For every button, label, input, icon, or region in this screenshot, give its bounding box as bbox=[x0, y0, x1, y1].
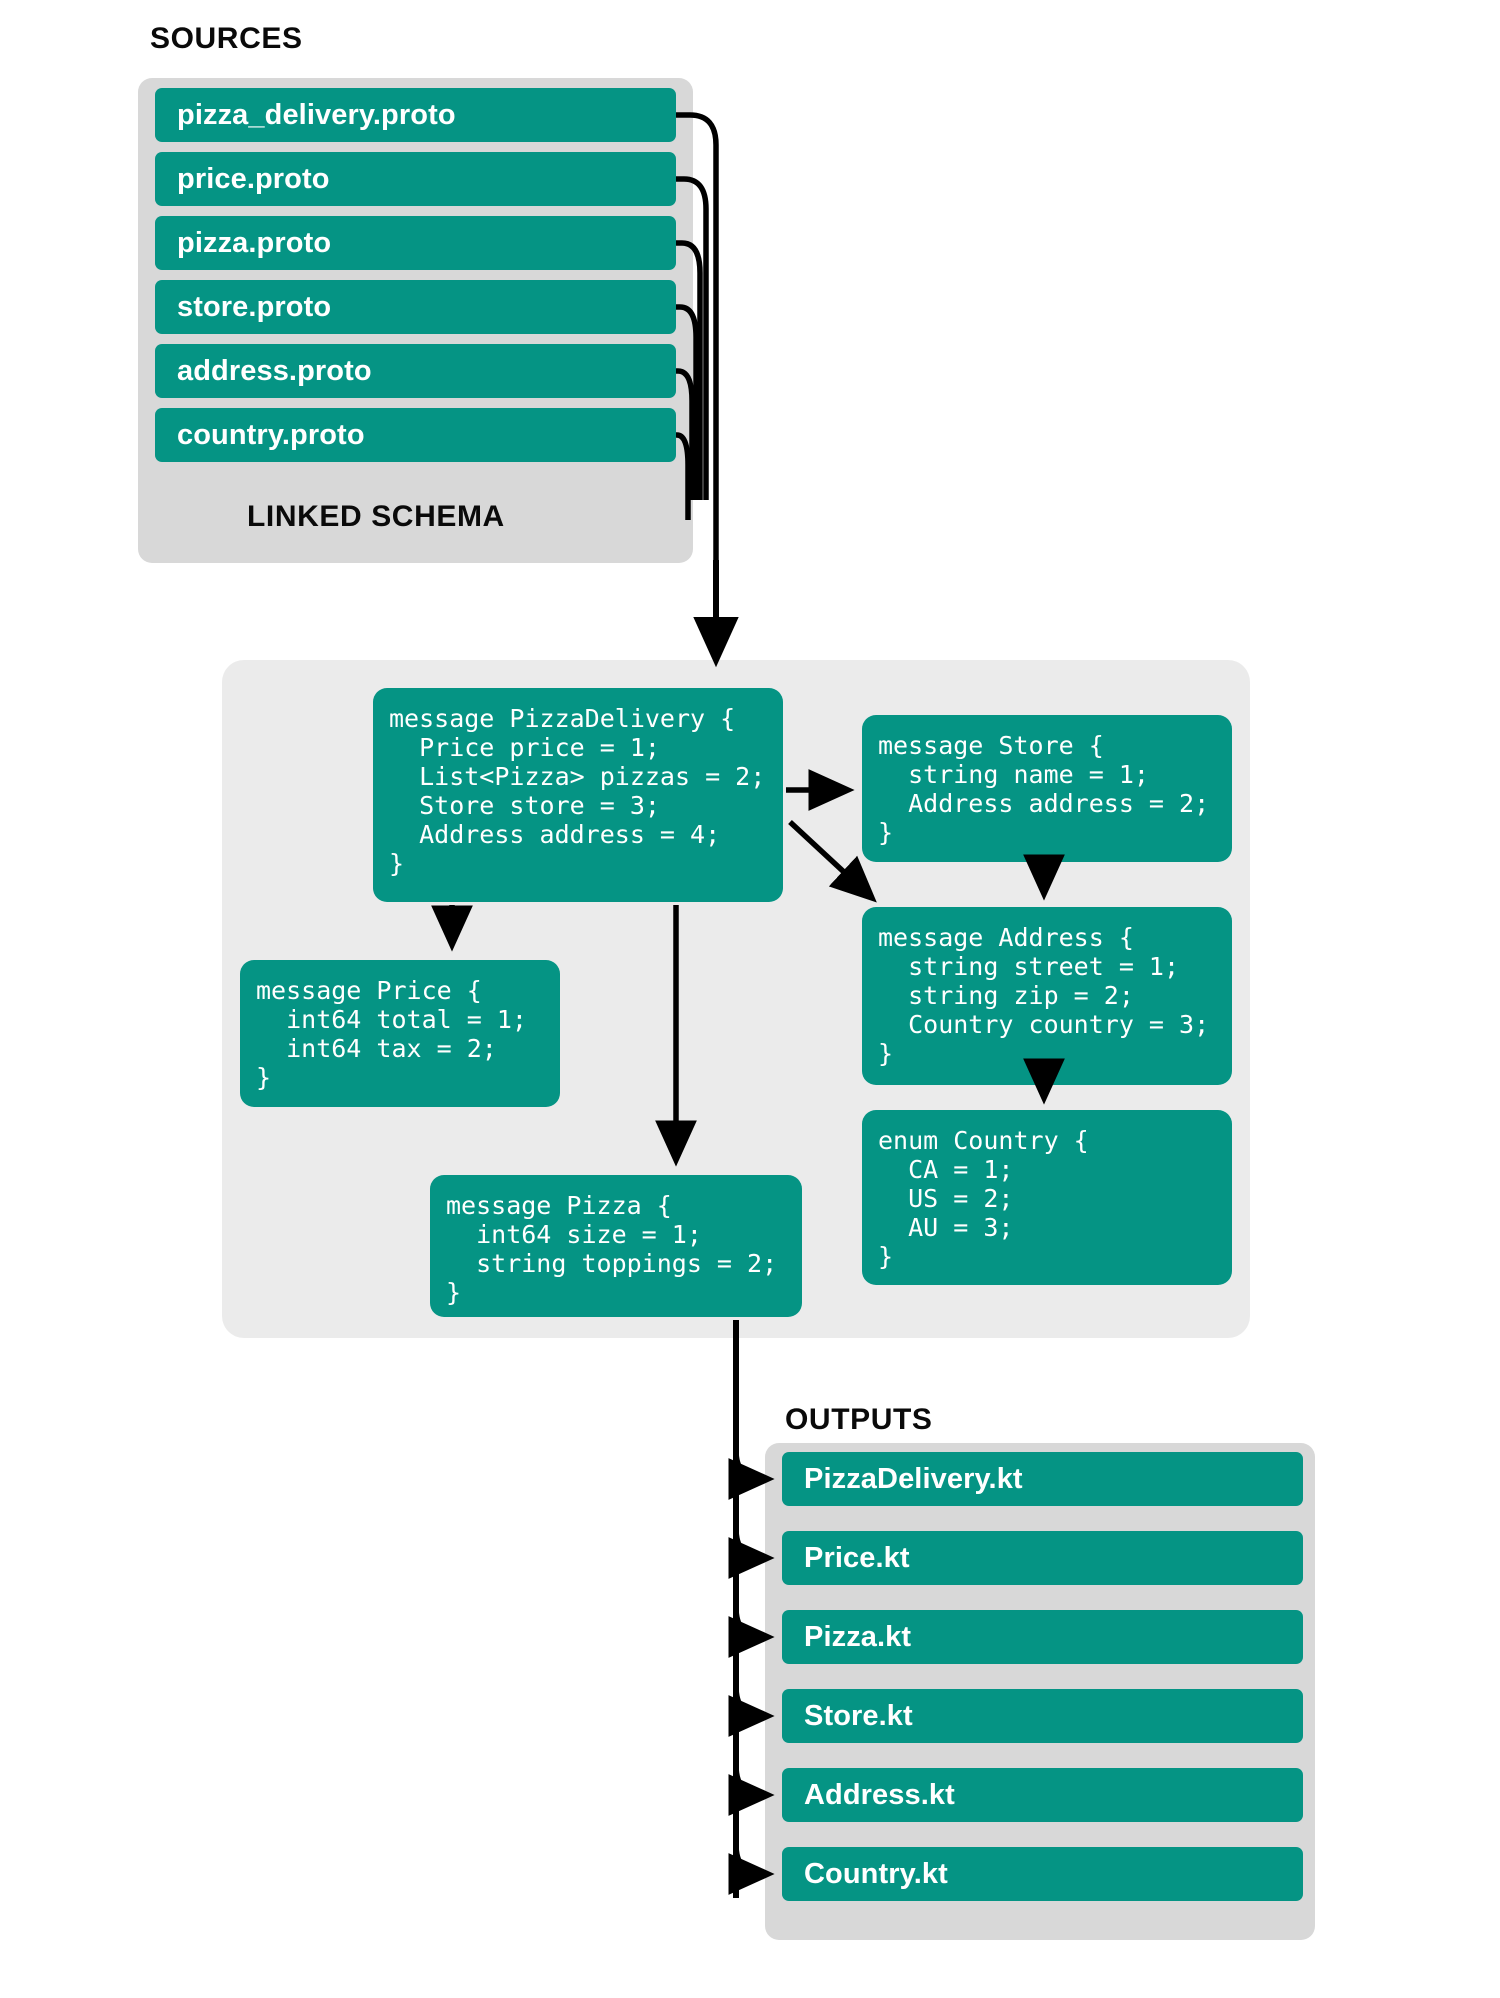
wire-out-address-kt bbox=[728, 1764, 775, 1816]
sources-section-title: SOURCES bbox=[150, 22, 303, 55]
source-file-label: price.proto bbox=[177, 162, 330, 195]
linked-schema-section-title: LINKED SCHEMA bbox=[247, 500, 505, 533]
output-file-label: PizzaDelivery.kt bbox=[804, 1462, 1023, 1495]
source-file-label: pizza_delivery.proto bbox=[177, 98, 456, 131]
source-file-pizza-delivery-proto[interactable]: pizza_delivery.proto bbox=[155, 88, 676, 142]
schema-box-code: message Address { string street = 1; str… bbox=[878, 923, 1210, 1068]
output-file-price-kt[interactable]: Price.kt bbox=[782, 1531, 1303, 1585]
schema-box-code: message PizzaDelivery { Price price = 1;… bbox=[389, 704, 766, 878]
output-file-label: Price.kt bbox=[804, 1541, 910, 1574]
source-file-label: store.proto bbox=[177, 290, 332, 323]
source-file-address-proto[interactable]: address.proto bbox=[155, 344, 676, 398]
output-file-pizza-delivery-kt[interactable]: PizzaDelivery.kt bbox=[782, 1452, 1303, 1506]
source-file-label: country.proto bbox=[177, 418, 365, 451]
wire-out-price-kt bbox=[728, 1527, 775, 1579]
schema-box-code: message Price { int64 total = 1; int64 t… bbox=[256, 976, 527, 1092]
wire-out-country-kt bbox=[728, 1843, 775, 1895]
source-file-label: address.proto bbox=[177, 354, 372, 387]
output-file-label: Pizza.kt bbox=[804, 1620, 912, 1653]
source-file-store-proto[interactable]: store.proto bbox=[155, 280, 676, 334]
schema-box-price[interactable]: message Price { int64 total = 1; int64 t… bbox=[240, 960, 560, 1107]
output-file-label: Store.kt bbox=[804, 1699, 913, 1732]
output-file-store-kt[interactable]: Store.kt bbox=[782, 1689, 1303, 1743]
output-file-address-kt[interactable]: Address.kt bbox=[782, 1768, 1303, 1822]
schema-box-store[interactable]: message Store { string name = 1; Address… bbox=[862, 715, 1232, 862]
output-file-label: Country.kt bbox=[804, 1857, 948, 1890]
schema-box-pizza[interactable]: message Pizza { int64 size = 1; string t… bbox=[430, 1175, 802, 1317]
source-file-label: pizza.proto bbox=[177, 226, 332, 259]
wire-out-pizza-kt bbox=[728, 1606, 775, 1658]
output-file-country-kt[interactable]: Country.kt bbox=[782, 1847, 1303, 1901]
output-file-label: Address.kt bbox=[804, 1778, 955, 1811]
output-file-pizza-kt[interactable]: Pizza.kt bbox=[782, 1610, 1303, 1664]
schema-box-country[interactable]: enum Country { CA = 1; US = 2; AU = 3; } bbox=[862, 1110, 1232, 1285]
schema-box-code: message Pizza { int64 size = 1; string t… bbox=[446, 1191, 778, 1307]
schema-box-code: enum Country { CA = 1; US = 2; AU = 3; } bbox=[878, 1126, 1089, 1271]
source-file-country-proto[interactable]: country.proto bbox=[155, 408, 676, 462]
schema-box-address[interactable]: message Address { string street = 1; str… bbox=[862, 907, 1232, 1085]
outputs-section-title: OUTPUTS bbox=[785, 1403, 933, 1436]
source-file-price-proto[interactable]: price.proto bbox=[155, 152, 676, 206]
schema-box-pizza-delivery[interactable]: message PizzaDelivery { Price price = 1;… bbox=[373, 688, 783, 902]
wire-out-store-kt bbox=[728, 1685, 775, 1737]
outputs-fanout-wires bbox=[728, 1449, 775, 1895]
source-file-pizza-proto[interactable]: pizza.proto bbox=[155, 216, 676, 270]
wire-out-pizza-delivery-kt bbox=[728, 1449, 775, 1500]
schema-box-code: message Store { string name = 1; Address… bbox=[878, 731, 1210, 847]
